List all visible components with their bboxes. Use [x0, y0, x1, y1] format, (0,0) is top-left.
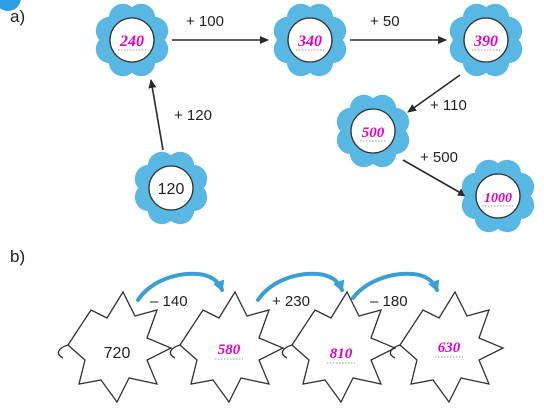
curved-arrow-1 — [136, 271, 225, 302]
curved-arrow-3 — [351, 271, 440, 300]
flower-340: 340 — [273, 3, 347, 77]
leaf-630: 630 — [389, 290, 505, 404]
leaf-value-580: 580 — [218, 342, 241, 358]
part-a-label: a) — [10, 7, 25, 26]
leaf-810: 810 — [281, 290, 397, 404]
operation-plus-110: + 110 — [430, 97, 467, 114]
part-b-curved-arrows — [136, 271, 440, 302]
flower-value-120: 120 — [158, 181, 185, 198]
part-a-arrows — [148, 36, 467, 197]
arrow-500-to-1000 — [402, 159, 467, 197]
part-b-label: b) — [10, 247, 25, 266]
flower-value-390: 390 — [473, 33, 498, 50]
flower-390: 390 — [449, 3, 523, 77]
operation-minus-140: – 140 — [150, 293, 188, 310]
flower-1000: 1000 — [461, 159, 535, 233]
part-b-leaves: 720 580 810 630 — [57, 290, 505, 404]
flower-240: 240 — [95, 3, 169, 77]
leaf-720: 720 — [57, 290, 173, 404]
operation-plus-230: + 230 — [272, 293, 310, 310]
leaf-value-630: 630 — [438, 340, 461, 356]
flower-value-500: 500 — [362, 125, 385, 141]
operation-plus-100: + 100 — [186, 13, 224, 30]
operation-minus-180: – 180 — [370, 293, 408, 310]
operation-plus-50: + 50 — [370, 13, 400, 30]
arrow-390-to-500 — [407, 74, 461, 113]
flower-120: 120 — [134, 151, 208, 225]
flower-value-340: 340 — [297, 33, 322, 50]
leaf-value-810: 810 — [330, 346, 353, 362]
operation-plus-120: + 120 — [174, 107, 212, 124]
leaf-580: 580 — [169, 290, 285, 404]
exercise-number-badge — [0, 0, 21, 11]
leaf-value-720: 720 — [104, 345, 131, 362]
arrow-120-to-240 — [148, 79, 164, 151]
operation-plus-500: + 500 — [420, 149, 458, 166]
flower-value-1000: 1000 — [484, 191, 512, 206]
flower-value-240: 240 — [119, 33, 144, 50]
flower-500: 500 — [336, 94, 410, 168]
curved-arrow-2 — [256, 271, 345, 302]
